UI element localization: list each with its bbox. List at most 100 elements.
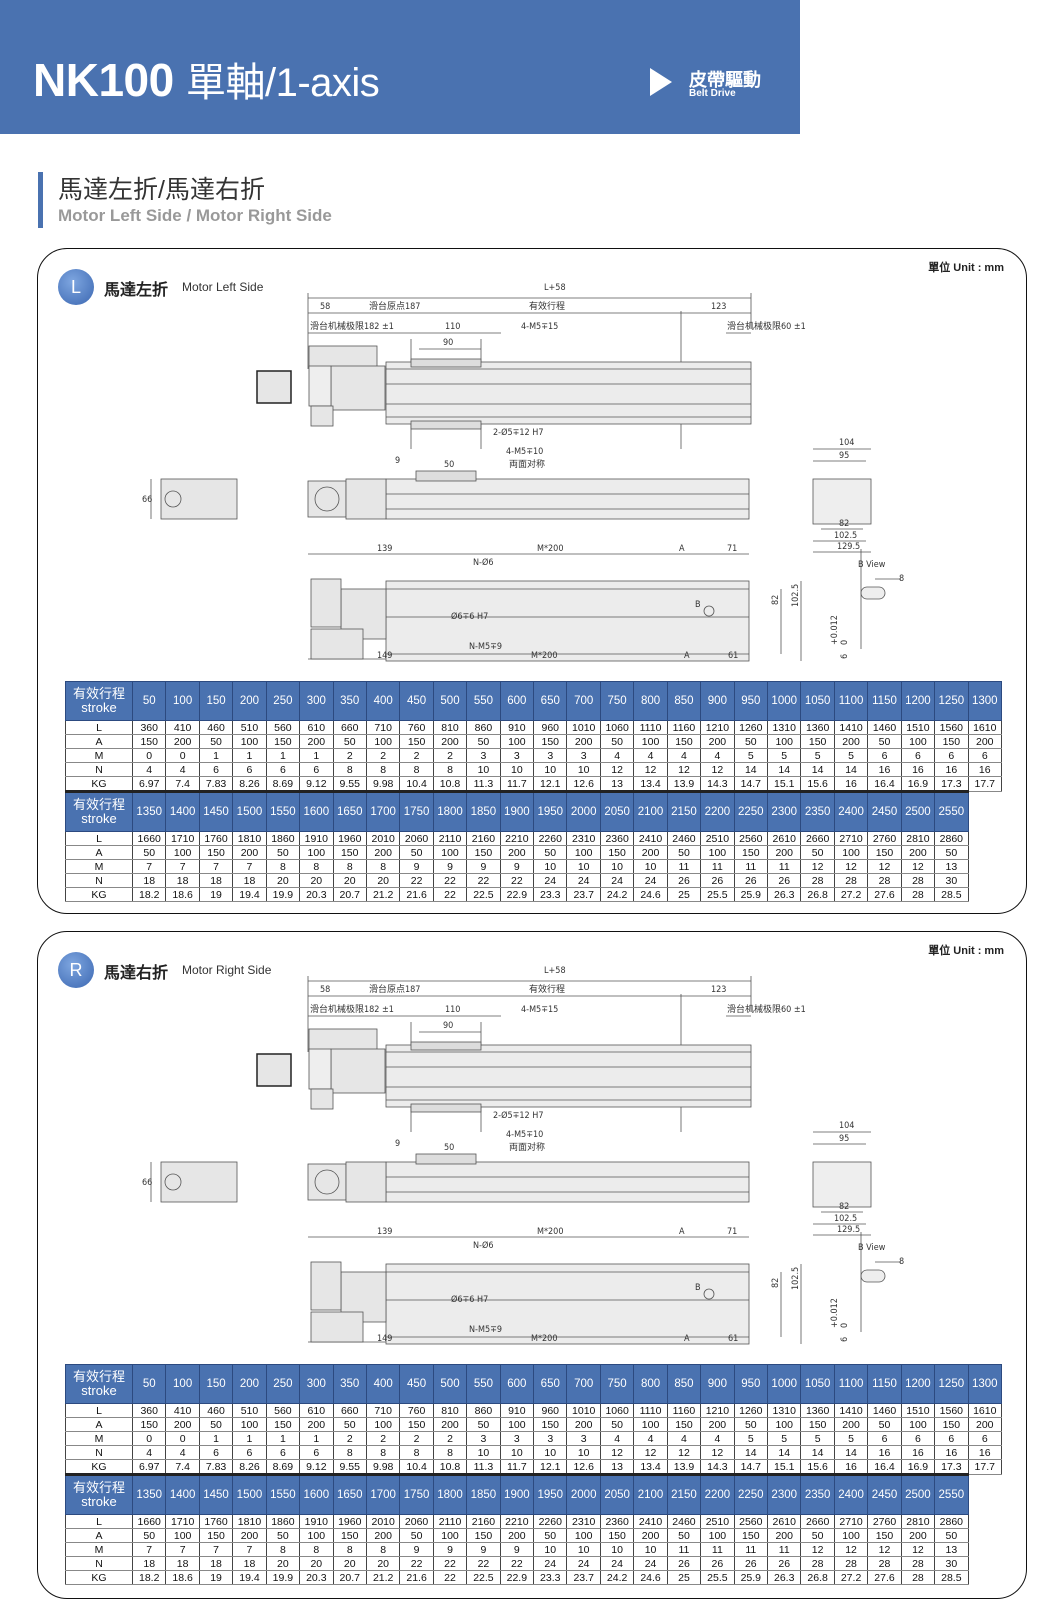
table-cell: 0 [131, 1431, 167, 1446]
dim-71: 71 [727, 1227, 737, 1237]
stroke-value: 2150 [666, 1473, 702, 1515]
table-cell: 27.6 [867, 1570, 902, 1585]
table-cell: 1260 [733, 720, 769, 735]
table-cell: 12 [867, 1542, 902, 1557]
table-cell: 2560 [733, 1514, 769, 1529]
tolerance-lower: 0 [840, 640, 850, 645]
table-cell: 2360 [599, 1514, 635, 1529]
table-cell: 19.4 [232, 887, 267, 902]
row-label: M [65, 859, 133, 874]
table-cell: 510 [232, 720, 267, 735]
stroke-value: 1750 [399, 1473, 434, 1515]
table-cell: 24 [633, 1556, 668, 1571]
table-cell: 5 [833, 1431, 869, 1446]
stroke-value: 450 [399, 681, 434, 721]
table-cell: 1910 [299, 831, 334, 846]
dim-61: 61 [728, 1334, 738, 1344]
table-cell: 2710 [833, 1514, 869, 1529]
table-cell: 16.4 [867, 776, 902, 792]
dim-90: 90 [443, 338, 453, 348]
table-cell: 1 [232, 1431, 267, 1446]
dim-58: 58 [320, 302, 330, 312]
table-cell: 860 [466, 720, 501, 735]
technical-drawing: L+58 58 滑台原点187 有效行程 123 滑台机械极限182 ±1 11… [142, 283, 904, 662]
table-cell: 1460 [867, 1403, 902, 1418]
table-cell: 18 [131, 873, 167, 888]
table-cell: 50 [399, 845, 434, 860]
stroke-value: 550 [466, 681, 501, 721]
table-cell: 17.3 [934, 776, 969, 792]
stroke-value: 850 [666, 681, 702, 721]
stroke-value: 2100 [633, 790, 668, 832]
table-cell: 21.2 [365, 1570, 401, 1585]
table-cell: 410 [165, 1403, 200, 1418]
table-cell: 50 [666, 845, 702, 860]
table-cell: 2310 [566, 1514, 601, 1529]
table-cell: 14 [767, 1445, 802, 1460]
dim-104: 104 [839, 1121, 854, 1131]
table-cell: 10.8 [432, 1459, 468, 1475]
table-cell: 2360 [599, 831, 635, 846]
table-cell: 2410 [633, 831, 668, 846]
table-cell: 3 [566, 748, 601, 763]
stroke-label-en: stroke [81, 700, 117, 715]
table-cell: 150 [867, 1528, 902, 1543]
row-label: KG [65, 776, 133, 792]
table-cell: 8 [365, 1445, 401, 1460]
stroke-value: 350 [332, 1364, 367, 1404]
table-cell: 100 [432, 1528, 468, 1543]
stroke-value: 2350 [800, 790, 835, 832]
table-cell: 0 [165, 748, 200, 763]
table-cell: 150 [599, 845, 635, 860]
table-cell: 6 [934, 1431, 969, 1446]
stroke-value: 1050 [800, 1364, 835, 1404]
table-cell: 7 [131, 1542, 167, 1557]
table-cell: 26 [700, 1556, 735, 1571]
table-cell: 2260 [533, 1514, 568, 1529]
panel-title-cn: 馬達右折 [104, 965, 169, 982]
stroke-value: 950 [733, 1364, 769, 1404]
stroke-value: 1700 [365, 790, 401, 832]
table-cell: 25 [666, 887, 702, 902]
unit-label: 單位 Unit : mm [928, 945, 1004, 957]
table-cell: 50 [466, 1417, 501, 1432]
table-cell: 16 [900, 762, 936, 777]
title-cn: 單軸 [185, 61, 266, 105]
stroke-value: 500 [432, 1364, 468, 1404]
table-cell: 100 [499, 734, 535, 749]
stroke-value: 2350 [800, 1473, 835, 1515]
table-cell: 12 [800, 1542, 835, 1557]
table-cell: 21.6 [399, 1570, 434, 1585]
stroke-value: 1200 [900, 1364, 936, 1404]
note-m5-10: 4-M5∓10 [506, 447, 543, 457]
table-cell: 1010 [566, 720, 601, 735]
row-label: N [65, 1445, 133, 1460]
table-cell: 18 [165, 873, 200, 888]
stroke-value: 1200 [900, 681, 936, 721]
stroke-value: 1350 [131, 1473, 167, 1515]
table-cell: 20 [299, 873, 334, 888]
table-cell: 19 [198, 887, 234, 902]
table-cell: 1660 [131, 831, 167, 846]
table-cell: 2 [432, 1431, 468, 1446]
table-cell: 1110 [633, 1403, 668, 1418]
table-cell: 13 [599, 1459, 635, 1475]
table-cell: 10 [499, 762, 535, 777]
stroke-value: 600 [499, 1364, 535, 1404]
table-cell: 19.9 [265, 887, 301, 902]
table-cell: 2460 [666, 1514, 702, 1529]
tolerance-lower: 0 [840, 1323, 850, 1328]
table-cell: 150 [800, 734, 835, 749]
table-cell: 16 [833, 1459, 869, 1475]
table-cell: 50 [131, 1528, 167, 1543]
row-label: N [65, 1556, 133, 1571]
table-cell: 9.55 [332, 776, 367, 792]
table-cell: 8 [332, 1542, 367, 1557]
table-cell: 50 [934, 1528, 969, 1543]
tolerance-upper: +0.012 [830, 1298, 840, 1328]
table-cell: 4 [165, 762, 200, 777]
table-cell: 19.9 [265, 1570, 301, 1585]
